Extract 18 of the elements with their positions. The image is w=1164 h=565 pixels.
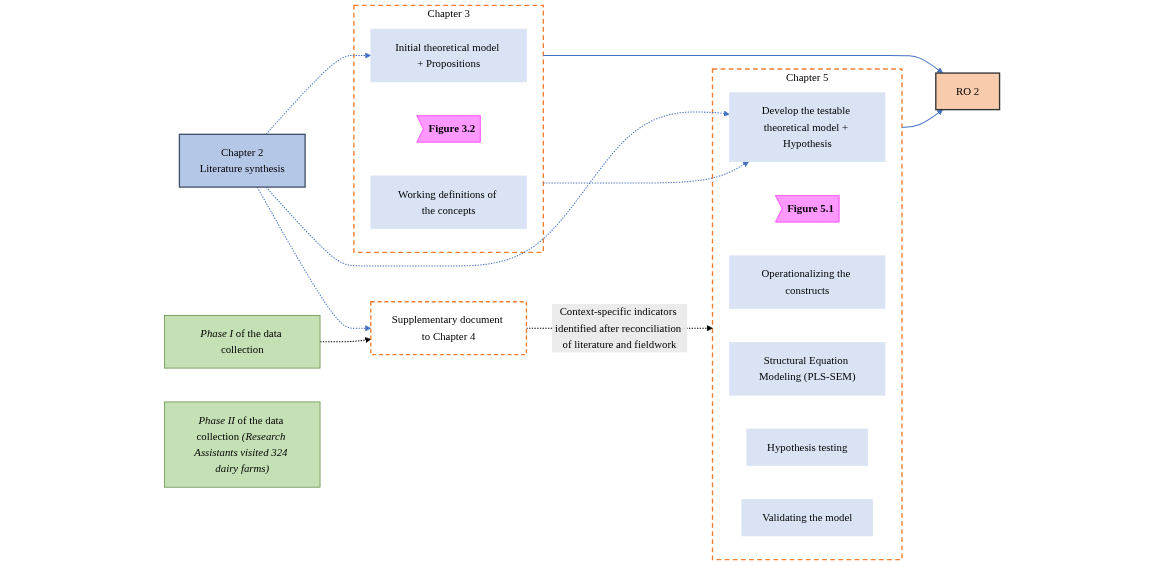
arrow xyxy=(542,161,749,184)
node-box: Chapter 2 Literature synthesis xyxy=(178,133,306,188)
arrow xyxy=(265,110,730,267)
node-box: Develop the testable theoretical model + Hypothesis xyxy=(729,92,886,163)
node-box: Phase II of the data collection (Research Assistants visited 324 dairy farms) xyxy=(164,401,321,488)
node-box: RO 2 xyxy=(935,72,1001,111)
arrow xyxy=(265,52,372,135)
node-box: Phase I of the data collection xyxy=(164,315,321,369)
node-box: Operationalizing the constructs xyxy=(729,255,886,309)
arrow xyxy=(542,55,944,74)
node-box: Supplementary document to Chapter 4 xyxy=(370,301,528,356)
arrow xyxy=(901,109,944,128)
node-box: Initial theoretical model + Propositions xyxy=(370,28,527,83)
edge-label: Context-specific indicators identified after reconciliation of literature and fieldwork xyxy=(554,305,682,350)
node-box: Hypothesis testing xyxy=(746,428,869,466)
node-box: Structural Equation Modeling (PLS-SEM) xyxy=(729,342,886,396)
node-box: Working definitions of the concepts xyxy=(370,175,527,230)
node-box: Validating the model xyxy=(741,499,873,537)
